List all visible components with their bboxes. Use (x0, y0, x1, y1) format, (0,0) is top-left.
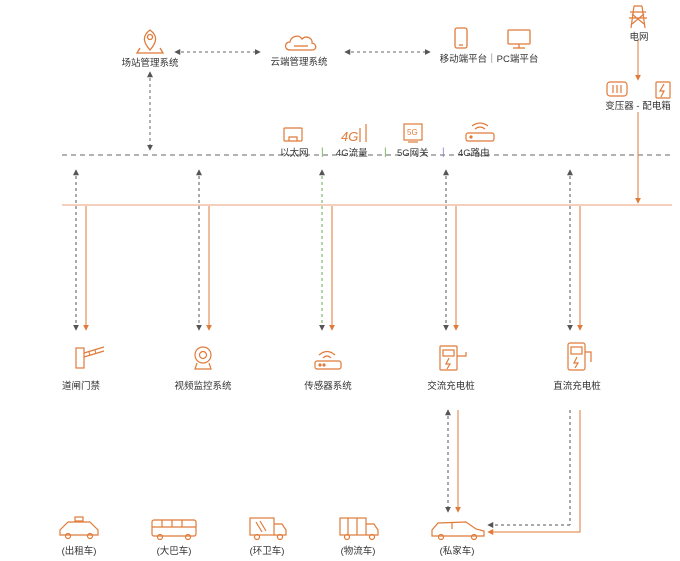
router-icon (465, 122, 495, 142)
separator-purple: | (442, 147, 445, 158)
cloud-mgmt-label: 云端管理系统 (270, 57, 328, 68)
sensor-icon (314, 350, 342, 370)
vehicle-label-taxi: (出租车) (61, 546, 97, 557)
4g-signal-icon: 4G (341, 124, 367, 144)
distribution-box-icon (655, 81, 671, 99)
cloud-icon (284, 35, 317, 51)
transformer-label: 变压器 - 配电箱 (605, 101, 671, 112)
separator-green: | (321, 147, 324, 158)
video-label: 视频监控系统 (174, 381, 232, 392)
mobile-pc-label: 移动端平台｜PC端平台 (439, 54, 539, 65)
gate-label: 道闸门禁 (61, 381, 101, 392)
dc-pile-label: 直流充电桩 (553, 381, 601, 392)
vehicle-label-sanitation: (环卫车) (249, 546, 285, 557)
ethernet-label: 以太网 (280, 148, 309, 159)
gateway-5g-label: 5G网关 (397, 148, 429, 159)
vehicle-label-logistics: (物流车) (340, 546, 376, 557)
vehicle-label-bus: (大巴车) (156, 546, 192, 557)
flow-4g-label: 4G流量 (336, 148, 368, 159)
router-4g-label: 4G路由 (458, 148, 490, 159)
dc-charger-icon (567, 342, 592, 371)
sensor-label: 传感器系统 (304, 381, 352, 392)
ac-pile-label: 交流充电桩 (427, 381, 475, 392)
monitor-icon (507, 29, 531, 49)
svg-text:4G: 4G (341, 129, 358, 144)
sensor-links (319, 169, 335, 331)
bus-icon (151, 519, 197, 541)
gate-links (73, 169, 89, 331)
private-car-icon (431, 521, 485, 541)
sanitation-truck-icon (249, 517, 287, 541)
transformer-icon (606, 81, 628, 97)
camera-icon (194, 346, 212, 370)
separator-green: | (384, 147, 387, 158)
mobile-phone-icon (454, 27, 468, 49)
grid-label: 电网 (629, 32, 649, 43)
5g-gateway-icon: 5G (403, 123, 423, 143)
logistics-truck-icon (339, 517, 379, 541)
barrier-gate-icon (75, 346, 105, 369)
vehicle-label-private: (私家车) (439, 546, 475, 557)
station-mgmt-label: 场站管理系统 (121, 58, 179, 69)
ethernet-icon (283, 127, 303, 142)
dc-pile-car-power (487, 410, 581, 535)
svg-text:5G: 5G (407, 128, 418, 137)
dc-pile-links (567, 169, 583, 331)
ac-pile-links (443, 169, 459, 331)
ac-charger-icon (439, 345, 467, 371)
map-pin-icon (135, 29, 165, 54)
video-links (196, 169, 212, 331)
power-tower-icon (629, 5, 647, 29)
taxi-icon (59, 516, 99, 540)
